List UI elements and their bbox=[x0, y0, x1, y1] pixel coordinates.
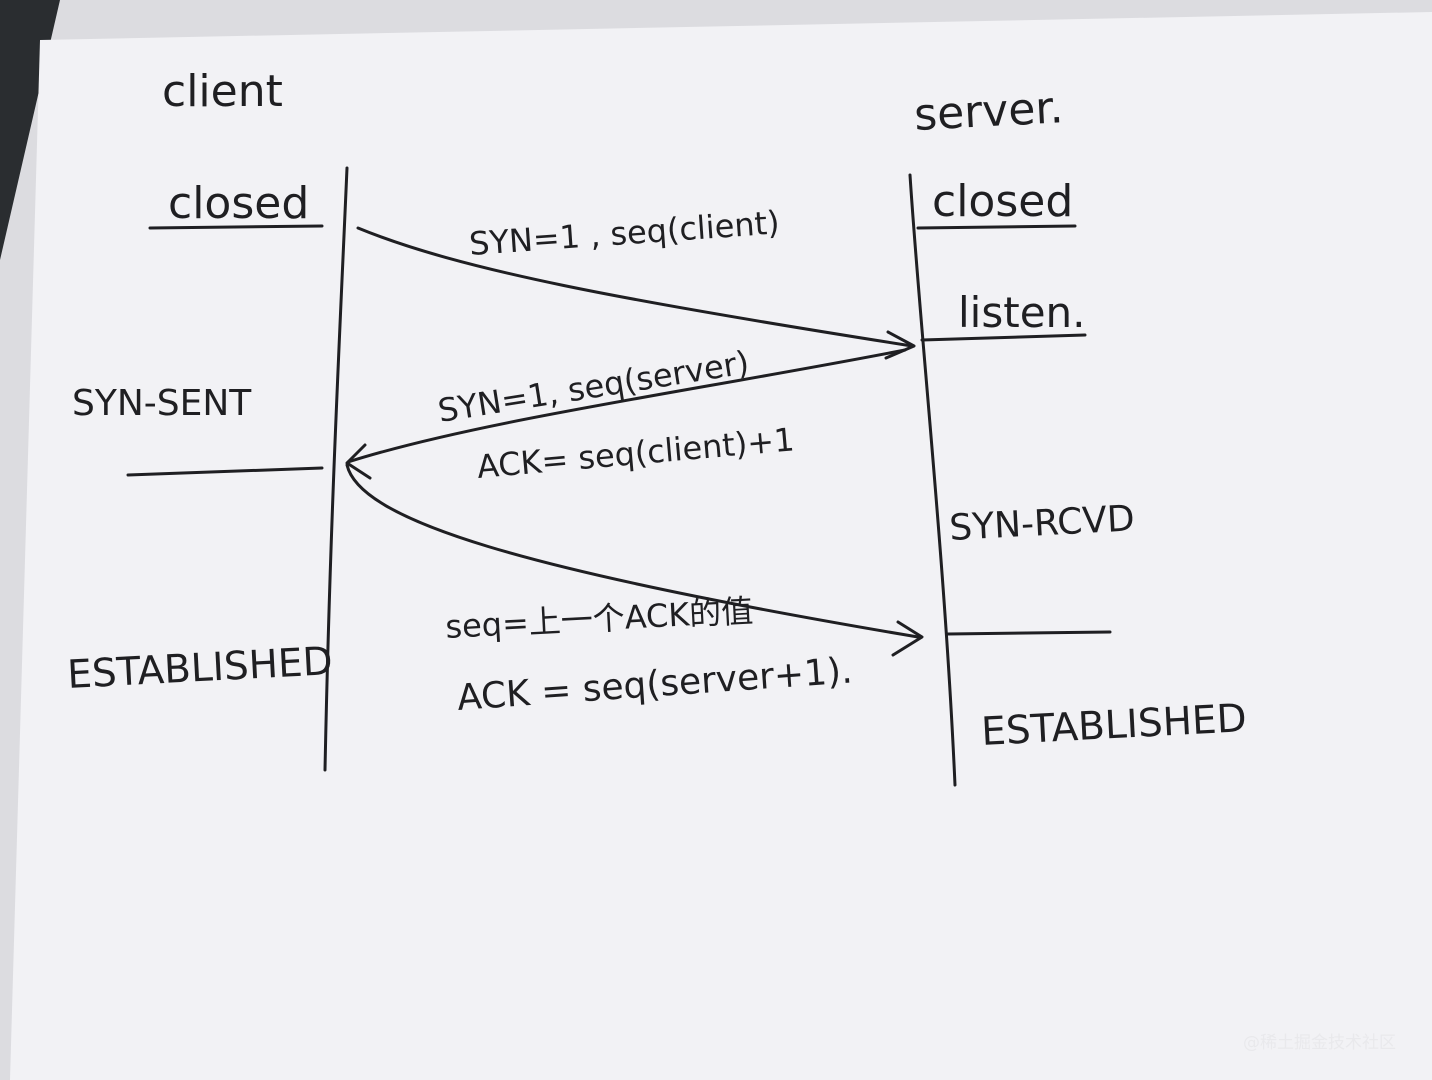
server-state-listen: listen. bbox=[958, 288, 1086, 337]
server-title: server. bbox=[913, 82, 1065, 141]
client-state-closed: closed bbox=[168, 178, 309, 229]
server-listen-underline bbox=[920, 333, 1087, 342]
syn-ack-arrowhead bbox=[345, 443, 372, 480]
client-timeline bbox=[323, 166, 349, 772]
syn-arrow bbox=[356, 226, 914, 348]
server-timeline bbox=[908, 173, 957, 787]
client-syn-sent-underline bbox=[126, 466, 324, 477]
server-state-syn-rcvd: SYN-RCVD bbox=[948, 498, 1135, 549]
client-closed-underline bbox=[148, 224, 324, 230]
paper-sheet bbox=[10, 12, 1432, 1080]
syn-arrowhead bbox=[884, 330, 916, 360]
client-title: client bbox=[162, 66, 283, 117]
server-syn-rcvd-underline bbox=[946, 630, 1112, 636]
syn-ack-arrow bbox=[346, 348, 907, 464]
watermark: @稀土掘金技术社区 bbox=[1243, 1033, 1396, 1053]
ack-arrowhead bbox=[891, 620, 924, 657]
ack-arrow bbox=[345, 463, 920, 639]
server-closed-underline bbox=[916, 224, 1077, 230]
server-state-closed: closed bbox=[932, 176, 1073, 227]
client-state-syn-sent: SYN-SENT bbox=[72, 383, 252, 424]
